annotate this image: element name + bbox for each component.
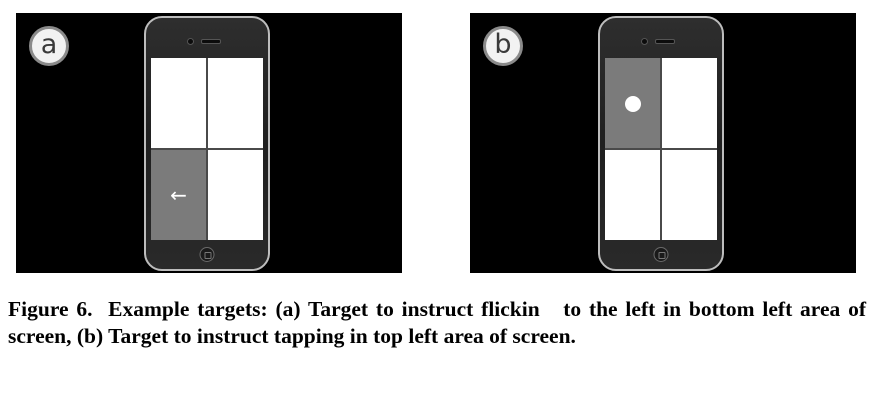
screen-cell-bottom-left-target[interactable]: ← (151, 150, 206, 240)
speaker-icon (201, 39, 221, 44)
screen-cell-top-right[interactable] (662, 58, 717, 148)
dot-icon (625, 96, 641, 112)
camera-icon (187, 38, 194, 45)
phone-screen-grid-a: ← (151, 58, 263, 240)
screen-cell-top-left[interactable] (151, 58, 206, 148)
screen-cell-top-right[interactable] (208, 58, 263, 148)
figure-panel-b: b (470, 13, 856, 273)
panel-label-badge-b: b (483, 26, 523, 66)
speaker-icon (655, 39, 675, 44)
screen-cell-bottom-left[interactable] (605, 150, 660, 240)
camera-icon (641, 38, 648, 45)
figure-caption: Figure 6. Example targets: (a) Target to… (8, 297, 872, 348)
figure-panel-a: a ← (16, 13, 402, 273)
screen-cell-top-left-target[interactable] (605, 58, 660, 148)
screen-cell-bottom-right[interactable] (662, 150, 717, 240)
panel-label-badge-a: a (29, 26, 69, 66)
home-button[interactable] (199, 247, 215, 262)
screen-cell-bottom-right[interactable] (208, 150, 263, 240)
left-arrow-icon: ← (170, 183, 187, 207)
phone-screen-grid-b (605, 58, 717, 240)
phone-mockup-b (598, 16, 724, 271)
phone-mockup-a: ← (144, 16, 270, 271)
home-button[interactable] (653, 247, 669, 262)
